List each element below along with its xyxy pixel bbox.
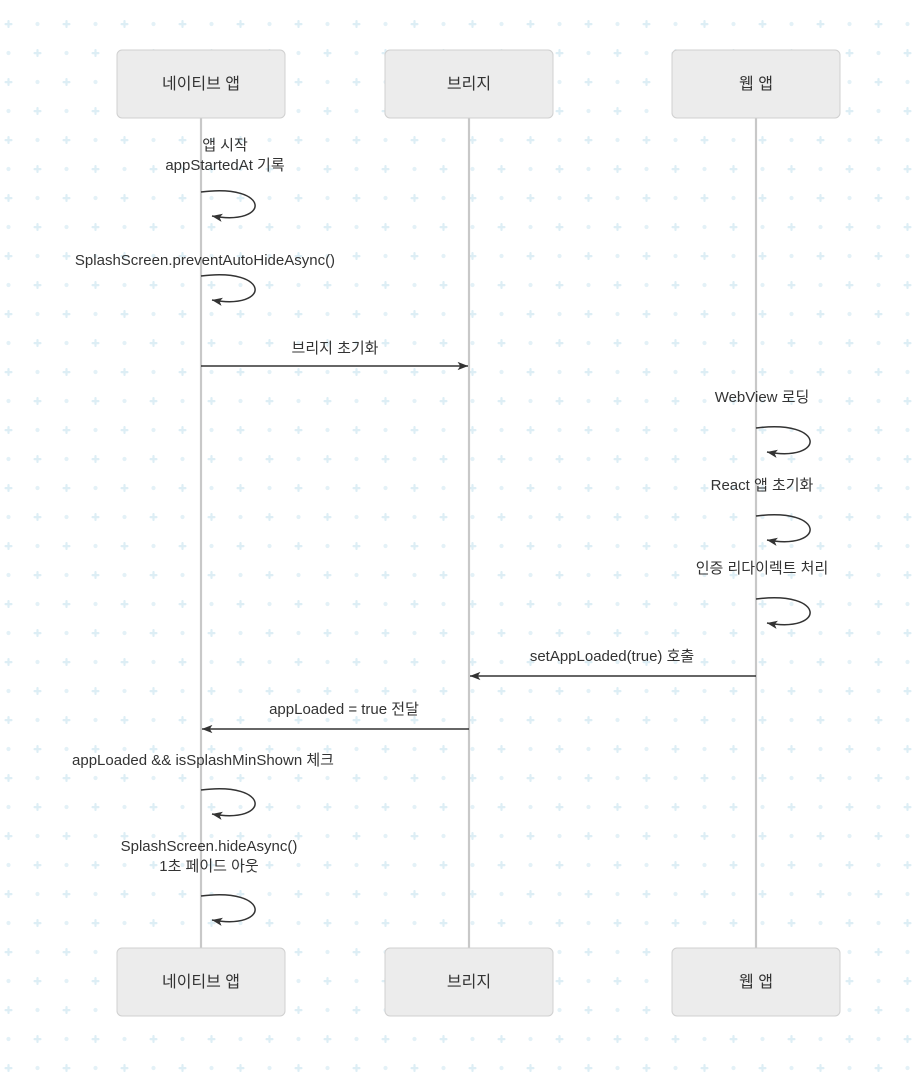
message-arrow[interactable]: appLoaded = true 전달	[201, 701, 469, 734]
self-message[interactable]: SplashScreen.hideAsync() 1초 페이드 아웃	[121, 838, 298, 926]
message-label: setAppLoaded(true) 호출	[530, 648, 694, 665]
self-loop-path	[200, 190, 256, 222]
self-message[interactable]: SplashScreen.preventAutoHideAsync()	[75, 252, 335, 306]
self-message[interactable]: 인증 리다이렉트 처리	[696, 560, 829, 629]
self-loop-path	[200, 894, 256, 926]
message-label: SplashScreen.hideAsync()	[121, 838, 298, 855]
self-message[interactable]: React 앱 초기화	[711, 477, 814, 546]
self-message[interactable]: WebView 로딩	[715, 389, 811, 458]
self-loop-path	[755, 426, 811, 458]
actor-label-web-top: 웹 앱	[739, 75, 773, 93]
message-label: appLoaded = true 전달	[269, 701, 419, 718]
self-loop-path	[200, 274, 256, 306]
message-label: WebView 로딩	[715, 389, 810, 406]
self-loop-path	[755, 597, 811, 629]
lifelines	[199, 118, 758, 948]
self-loop-path	[200, 788, 256, 820]
self-message[interactable]: appLoaded && isSplashMinShown 체크	[72, 752, 334, 820]
message-label: 인증 리다이렉트 처리	[696, 560, 829, 577]
actor-footer-row: 네이티브 앱 브리지 웹 앱	[116, 947, 841, 1017]
message-label: 앱 시작	[202, 137, 248, 154]
messages-layer: 앱 시작 appStartedAt 기록 SplashScreen.preventA…	[72, 137, 829, 926]
self-message[interactable]: 앱 시작 appStartedAt 기록	[165, 137, 285, 222]
message-label: appStartedAt 기록	[165, 157, 285, 174]
message-arrow[interactable]: 브리지 초기화	[201, 340, 469, 371]
actor-label-native-bottom: 네이티브 앱	[162, 973, 240, 991]
actor-label-bridge-bottom: 브리지	[447, 973, 491, 991]
message-arrow[interactable]: setAppLoaded(true) 호출	[469, 648, 756, 681]
message-label: SplashScreen.preventAutoHideAsync()	[75, 252, 335, 269]
message-label: 브리지 초기화	[292, 340, 379, 357]
self-loop-path	[755, 514, 811, 546]
actor-label-web-bottom: 웹 앱	[739, 973, 773, 991]
actor-label-bridge-top: 브리지	[447, 75, 491, 93]
actor-header-row: 네이티브 앱 브리지 웹 앱	[116, 49, 841, 119]
message-label: React 앱 초기화	[711, 477, 814, 494]
message-label: appLoaded && isSplashMinShown 체크	[72, 752, 334, 769]
actor-label-native-top: 네이티브 앱	[162, 75, 240, 93]
message-label: 1초 페이드 아웃	[159, 858, 259, 875]
